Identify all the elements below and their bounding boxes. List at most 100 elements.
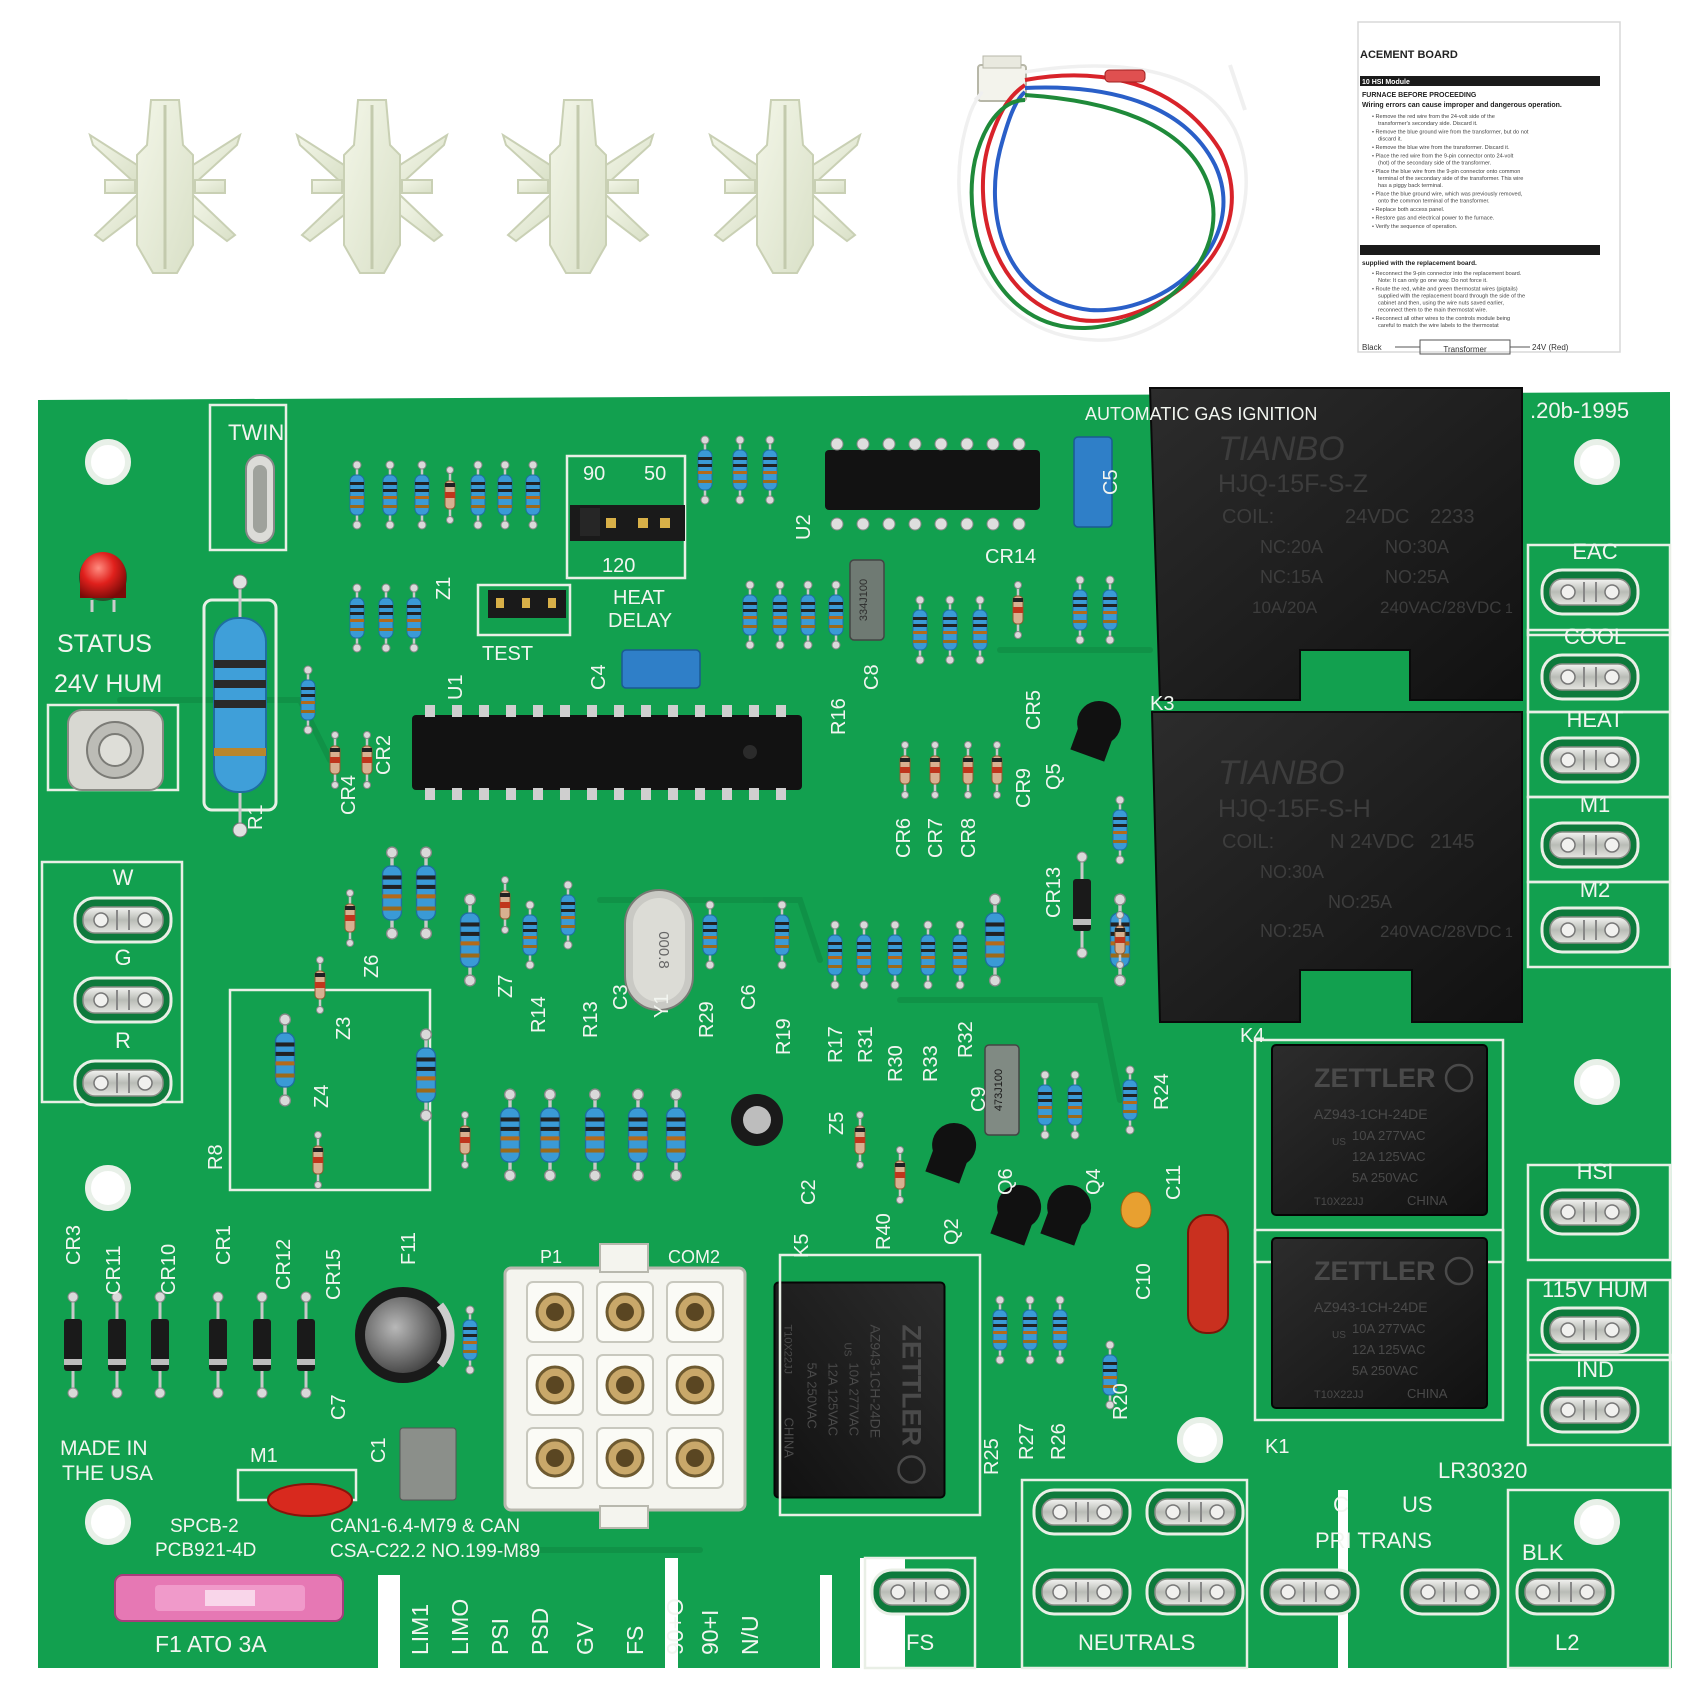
thermostat-terminals: WGR bbox=[73, 865, 173, 1107]
capacitor-c1 bbox=[399, 1427, 457, 1501]
designator-r24: R24 bbox=[1151, 1073, 1173, 1110]
capacitor-c11 bbox=[1187, 1214, 1229, 1334]
designator-f11: F11 bbox=[398, 1232, 420, 1265]
k2-coil-v: N 24VDC bbox=[1330, 831, 1414, 853]
fuse-f1[interactable] bbox=[114, 1574, 344, 1622]
k3-nc20: NC:20A bbox=[1260, 537, 1323, 557]
can1-label: CAN1-6.4-M79 & CAN bbox=[330, 1516, 520, 1537]
k3-code: 2233 bbox=[1430, 506, 1475, 528]
manual-section-bar bbox=[1360, 76, 1600, 86]
neutral-terminal[interactable] bbox=[1032, 1568, 1132, 1616]
designator-cr10: CR10 bbox=[158, 1244, 180, 1295]
designator-q2: Q2 bbox=[941, 1218, 963, 1245]
instruction-sheet: ACEMENT BOARD 10 HSI Module FURNACE BEFO… bbox=[1357, 21, 1621, 355]
zettler-brand: ZETTLER bbox=[897, 1325, 927, 1447]
designator-r16: R16 bbox=[828, 698, 850, 735]
manual-steps: • Remove the red wire from the 24-volt s… bbox=[1372, 114, 1529, 230]
terminal-eac[interactable] bbox=[1540, 568, 1640, 616]
designator-cr4: CR4 bbox=[338, 775, 360, 815]
edge-label: LIMO bbox=[447, 1599, 473, 1655]
zettler-origin: CHINA bbox=[782, 1418, 797, 1459]
manual-step-line: reconnect them to the main thermostat wi… bbox=[1378, 308, 1488, 314]
terminal-115v-hum[interactable] bbox=[1540, 1306, 1640, 1354]
edge-label: PSI bbox=[487, 1618, 513, 1655]
designator-r29: R29 bbox=[696, 1001, 718, 1038]
neutral-terminal[interactable] bbox=[1145, 1488, 1245, 1536]
silkscreen-outlines bbox=[40, 403, 1672, 1670]
com2-label: COM2 bbox=[668, 1247, 720, 1267]
zettler-origin: CHINA bbox=[1407, 1193, 1448, 1208]
designator-c8: C8 bbox=[861, 664, 883, 690]
zettler-rating: 5A 250VAC bbox=[1352, 1170, 1418, 1185]
neutral-terminal[interactable] bbox=[1032, 1488, 1132, 1536]
designator-c2: C2 bbox=[798, 1179, 820, 1205]
designator-cr7: CR7 bbox=[925, 818, 947, 858]
zettler-rating: 10A 277VAC bbox=[847, 1363, 862, 1436]
designator-c1: C1 bbox=[368, 1437, 390, 1463]
mounting-hole bbox=[1180, 1420, 1220, 1460]
pri-trans-terminal[interactable] bbox=[1260, 1568, 1360, 1616]
designator-r25: R25 bbox=[981, 1438, 1003, 1475]
mounting-hole bbox=[1577, 1502, 1617, 1542]
delay-label: DELAY bbox=[608, 610, 672, 632]
manual-section-title: 10 HSI Module bbox=[1362, 79, 1410, 86]
capacitor-c9 bbox=[984, 1044, 1020, 1136]
electrolytic-c7 bbox=[355, 1287, 455, 1383]
pcb-number: PCB921-4D bbox=[155, 1540, 256, 1561]
designator-r32: R32 bbox=[955, 1021, 977, 1058]
terminal-label: 115V HUM bbox=[1542, 1277, 1648, 1302]
zettler-rating: 5A 250VAC bbox=[1352, 1363, 1418, 1378]
manual-step-line: • Remove the blue wire from the transfor… bbox=[1372, 145, 1510, 151]
terminal-g[interactable] bbox=[73, 976, 173, 1024]
k3-no25: NO:25A bbox=[1385, 567, 1449, 587]
zettler-code: T10X22JJ bbox=[1314, 1389, 1364, 1401]
terminal-m1[interactable] bbox=[1540, 821, 1640, 869]
speed-jumper[interactable] bbox=[570, 505, 685, 541]
edge-label: LIM1 bbox=[407, 1604, 433, 1655]
wire-green bbox=[969, 93, 1216, 331]
terminal-r[interactable] bbox=[73, 1059, 173, 1107]
fs-terminal[interactable] bbox=[870, 1568, 970, 1616]
terminal-m2[interactable] bbox=[1540, 906, 1640, 954]
k2-mark: 1 bbox=[1505, 924, 1513, 940]
terminal-w[interactable] bbox=[73, 896, 173, 944]
manual-steps-2: • Reconnect the 9-pin connector into the… bbox=[1372, 271, 1525, 329]
designator-c10: C10 bbox=[1133, 1263, 1155, 1300]
zettler-model: AZ943-1CH-24DE bbox=[1314, 1106, 1428, 1122]
nine-pin-connector-p1[interactable] bbox=[503, 1243, 747, 1529]
designator-c5: C5 bbox=[1100, 469, 1122, 495]
designator-z4: Z4 bbox=[311, 1085, 333, 1108]
l2-terminal[interactable] bbox=[1515, 1568, 1615, 1616]
standoff-clip bbox=[88, 98, 242, 275]
k3-mark: 1 bbox=[1505, 600, 1513, 616]
designator-cr2: CR2 bbox=[373, 735, 395, 775]
manual-step-line: discard it. bbox=[1378, 137, 1402, 143]
terminal-hsi[interactable] bbox=[1540, 1188, 1640, 1236]
terminal-heat[interactable] bbox=[1540, 736, 1640, 784]
test-jumper[interactable] bbox=[488, 590, 566, 618]
pri-trans-terminal[interactable] bbox=[1400, 1568, 1500, 1616]
relay-k2: TIANBO HJQ-15F-S-H COIL: N 24VDC 2145 NO… bbox=[1150, 711, 1523, 1023]
designator-y1: Y1 bbox=[651, 994, 673, 1018]
microcontroller-u1 bbox=[412, 705, 802, 800]
capacitor-m1 bbox=[267, 1483, 353, 1517]
manual-footer-left: Black bbox=[1362, 343, 1383, 352]
k2-no30: NO:30A bbox=[1260, 862, 1324, 882]
designator-r17: R17 bbox=[825, 1026, 847, 1063]
designator-z3: Z3 bbox=[333, 1017, 355, 1040]
terminal-cool[interactable] bbox=[1540, 653, 1640, 701]
k3-rate1: 10A/20A bbox=[1252, 598, 1318, 617]
terminal-ind[interactable] bbox=[1540, 1386, 1640, 1434]
c-label: C bbox=[1333, 1492, 1349, 1517]
k3-coil: COIL: bbox=[1222, 506, 1274, 528]
jumper-50: 50 bbox=[644, 463, 666, 485]
header-text: AUTOMATIC GAS IGNITION bbox=[1085, 404, 1317, 424]
neutral-terminal[interactable] bbox=[1145, 1568, 1245, 1616]
designator-k4: K4 bbox=[1240, 1025, 1264, 1047]
designator-cr6: CR6 bbox=[893, 818, 915, 858]
designator-r14: R14 bbox=[528, 996, 550, 1033]
